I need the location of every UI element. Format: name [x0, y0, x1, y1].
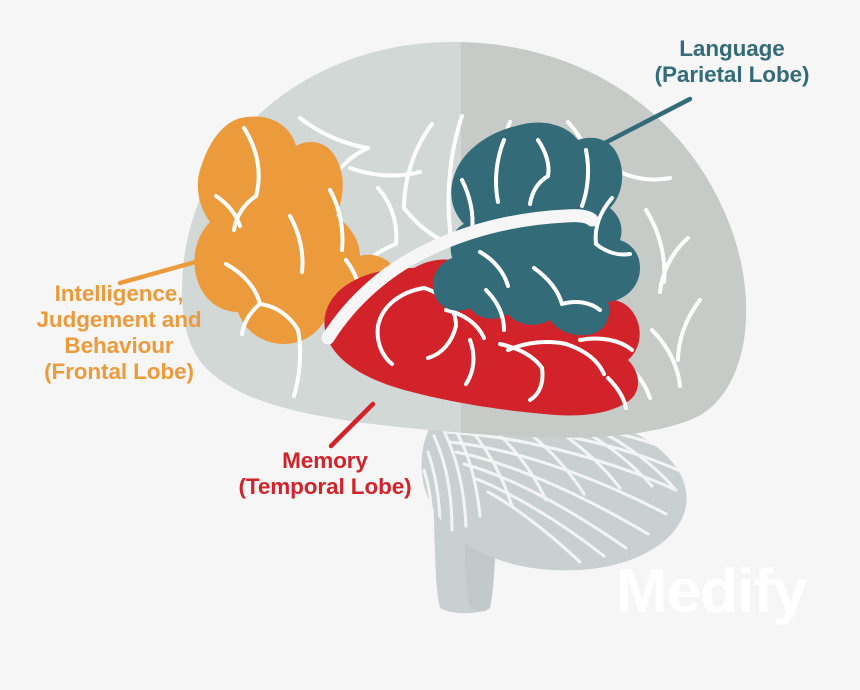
label-parietal-lobe: Language (Parietal Lobe): [604, 36, 860, 88]
label-memory-line2: (Temporal Lobe): [238, 474, 412, 500]
label-frontal-line3: Behaviour: [64, 333, 174, 359]
label-frontal-line4: (Frontal Lobe): [44, 359, 194, 385]
label-temporal-lobe: Memory (Temporal Lobe): [196, 448, 454, 500]
memory-leader-line: [328, 401, 376, 449]
label-frontal-lobe: Intelligence, Judgement and Behaviour (F…: [0, 281, 238, 385]
label-memory-line1: Memory: [282, 448, 368, 473]
label-frontal-line1: Intelligence,: [54, 281, 184, 306]
medify-watermark: Medify: [616, 557, 807, 626]
lateral-sulcus: [321, 209, 599, 345]
frontal-leader-line: [117, 258, 202, 286]
label-language-line1: Language: [679, 36, 785, 61]
label-language-line2: (Parietal Lobe): [654, 62, 810, 88]
label-frontal-line2: Judgement and: [36, 307, 202, 333]
language-leader-line: [596, 96, 693, 149]
